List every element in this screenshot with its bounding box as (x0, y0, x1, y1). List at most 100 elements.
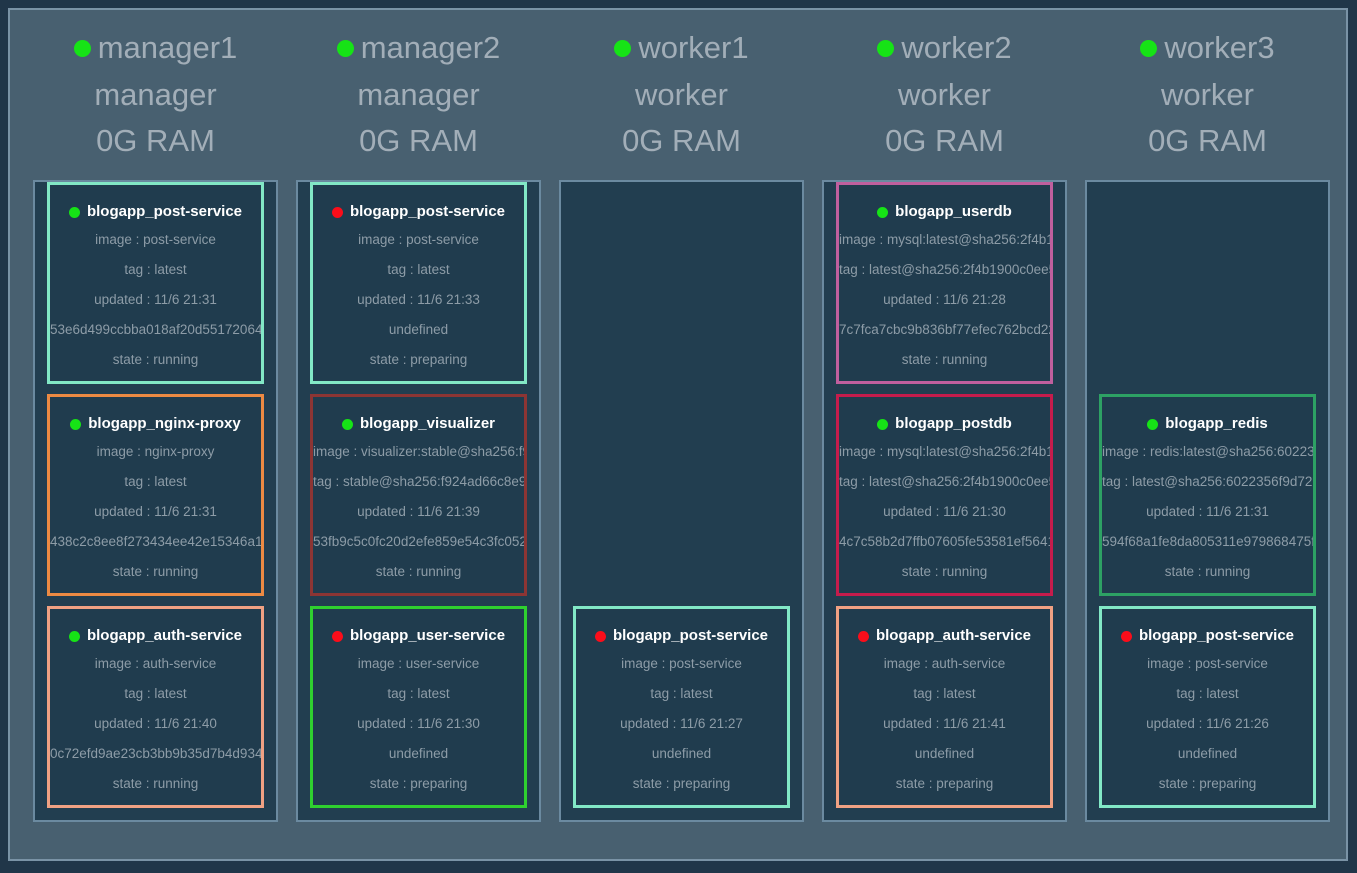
task-status-icon (68, 630, 80, 642)
task-name: blogapp_post-service (349, 203, 506, 220)
task-title: blogapp_post-service (576, 623, 787, 649)
task-updated: updated : 11/6 21:26 (1146, 716, 1269, 731)
task-status-icon (1147, 418, 1159, 430)
node-name: worker3 (1164, 30, 1275, 65)
node-role: worker (1160, 77, 1254, 112)
node-name: worker2 (901, 30, 1012, 65)
task-title: blogapp_postdb (839, 411, 1050, 437)
node-status-icon (73, 39, 91, 57)
task-image: image : post-service (1147, 656, 1268, 671)
task-status-icon (1120, 630, 1132, 642)
task-name: blogapp_nginx-proxy (88, 415, 241, 432)
task-state: state : preparing (632, 776, 731, 791)
node-worker2: worker2 worker 0G RAM blogapp_userdb ima… (822, 12, 1067, 859)
task-title: blogapp_visualizer (313, 411, 524, 437)
node-status-icon (1140, 39, 1158, 57)
task-state: state : preparing (1158, 776, 1257, 791)
node-worker3: worker3 worker 0G RAM blogapp_redis imag… (1085, 12, 1330, 859)
task-title: blogapp_post-service (313, 199, 524, 225)
task-name: blogapp_postdb (895, 415, 1012, 432)
task-status-icon (68, 206, 80, 218)
node-name: manager2 (360, 30, 501, 65)
task-status-icon (70, 418, 82, 430)
task-hash: 0c72efd9ae23cb3bb9b35d7b4d9341 (50, 746, 261, 761)
task-card: blogapp_post-service image : post-servic… (310, 182, 527, 384)
task-status-icon (594, 630, 606, 642)
node-manager1: manager1 manager 0G RAM blogapp_post-ser… (33, 12, 278, 859)
task-updated: updated : 11/6 21:28 (883, 292, 1006, 307)
task-tag: tag : latest (387, 686, 450, 701)
task-hash: undefined (1177, 746, 1238, 761)
task-image: image : auth-service (883, 656, 1006, 671)
task-tag: tag : latest@sha256:2f4b1900c0ee53 (839, 262, 1050, 277)
node-status-icon (336, 39, 354, 57)
task-tag: tag : latest (913, 686, 976, 701)
task-hash: 594f68a1fe8da805311e979868475f4 (1102, 534, 1313, 549)
task-updated: updated : 11/6 21:30 (883, 504, 1006, 519)
task-image: image : post-service (621, 656, 742, 671)
task-status-icon (331, 630, 343, 642)
node-name-line: worker1 (559, 24, 804, 72)
task-title: blogapp_redis (1102, 411, 1313, 437)
task-name: blogapp_auth-service (875, 627, 1032, 644)
task-tag: tag : latest@sha256:6022356f9d729 (1102, 474, 1313, 489)
task-updated: updated : 11/6 21:27 (620, 716, 743, 731)
task-updated: updated : 11/6 21:30 (357, 716, 480, 731)
task-status-icon (331, 206, 343, 218)
node-manager2: manager2 manager 0G RAM blogapp_post-ser… (296, 12, 541, 859)
node-header: manager1 manager 0G RAM (33, 12, 278, 180)
task-status-icon (857, 630, 869, 642)
node-header: worker2 worker 0G RAM (822, 12, 1067, 180)
task-image: image : auth-service (94, 656, 217, 671)
task-state: state : running (112, 352, 199, 367)
task-tag: tag : latest (124, 686, 187, 701)
node-name-line: worker2 (822, 24, 1067, 72)
task-card: blogapp_post-service image : post-servic… (47, 182, 264, 384)
task-hash: 53e6d499ccbba018af20d551720648 (50, 322, 261, 337)
task-tag: tag : latest (124, 474, 187, 489)
task-state: state : running (901, 564, 988, 579)
task-name: blogapp_auth-service (86, 627, 243, 644)
task-status-icon (341, 418, 353, 430)
task-status-icon (877, 206, 889, 218)
node-header: worker3 worker 0G RAM (1085, 12, 1330, 180)
task-card: blogapp_user-service image : user-servic… (310, 606, 527, 808)
task-state: state : running (901, 352, 988, 367)
node-role: worker (897, 77, 991, 112)
task-tag: tag : stable@sha256:f924ad66c8e94 (313, 474, 524, 489)
node-ram: 0G RAM (885, 123, 1004, 158)
task-status-icon (877, 418, 889, 430)
task-image: image : post-service (358, 232, 479, 247)
swarm-board: manager1 manager 0G RAM blogapp_post-ser… (8, 8, 1348, 861)
task-state: state : preparing (369, 776, 468, 791)
node-ram: 0G RAM (359, 123, 478, 158)
task-card: blogapp_redis image : redis:latest@sha25… (1099, 394, 1316, 596)
task-name: blogapp_userdb (895, 203, 1012, 220)
task-card: blogapp_postdb image : mysql:latest@sha2… (836, 394, 1053, 596)
task-name: blogapp_post-service (86, 203, 243, 220)
node-role: manager (94, 77, 217, 112)
task-state: state : running (112, 776, 199, 791)
task-image: image : post-service (95, 232, 216, 247)
task-hash: undefined (914, 746, 975, 761)
node-name-line: manager1 (33, 24, 278, 72)
node-tasks-container: blogapp_post-service image : post-servic… (296, 180, 541, 822)
task-title: blogapp_nginx-proxy (50, 411, 261, 437)
node-ram: 0G RAM (1148, 123, 1267, 158)
node-name: manager1 (97, 30, 238, 65)
task-updated: updated : 11/6 21:33 (357, 292, 480, 307)
task-card: blogapp_visualizer image : visualizer:st… (310, 394, 527, 596)
task-name: blogapp_post-service (612, 627, 769, 644)
task-hash: 53fb9c5c0fc20d2efe859e54c3fc052f (313, 534, 524, 549)
node-ram: 0G RAM (96, 123, 215, 158)
task-image: image : user-service (357, 656, 480, 671)
task-title: blogapp_post-service (50, 199, 261, 225)
task-card: blogapp_userdb image : mysql:latest@sha2… (836, 182, 1053, 384)
task-card: blogapp_nginx-proxy image : nginx-proxy … (47, 394, 264, 596)
task-hash: undefined (388, 746, 449, 761)
node-name-line: worker3 (1085, 24, 1330, 72)
node-worker1: worker1 worker 0G RAM blogapp_post-servi… (559, 12, 804, 859)
task-name: blogapp_redis (1165, 415, 1268, 432)
task-tag: tag : latest (124, 262, 187, 277)
task-state: state : preparing (369, 352, 468, 367)
